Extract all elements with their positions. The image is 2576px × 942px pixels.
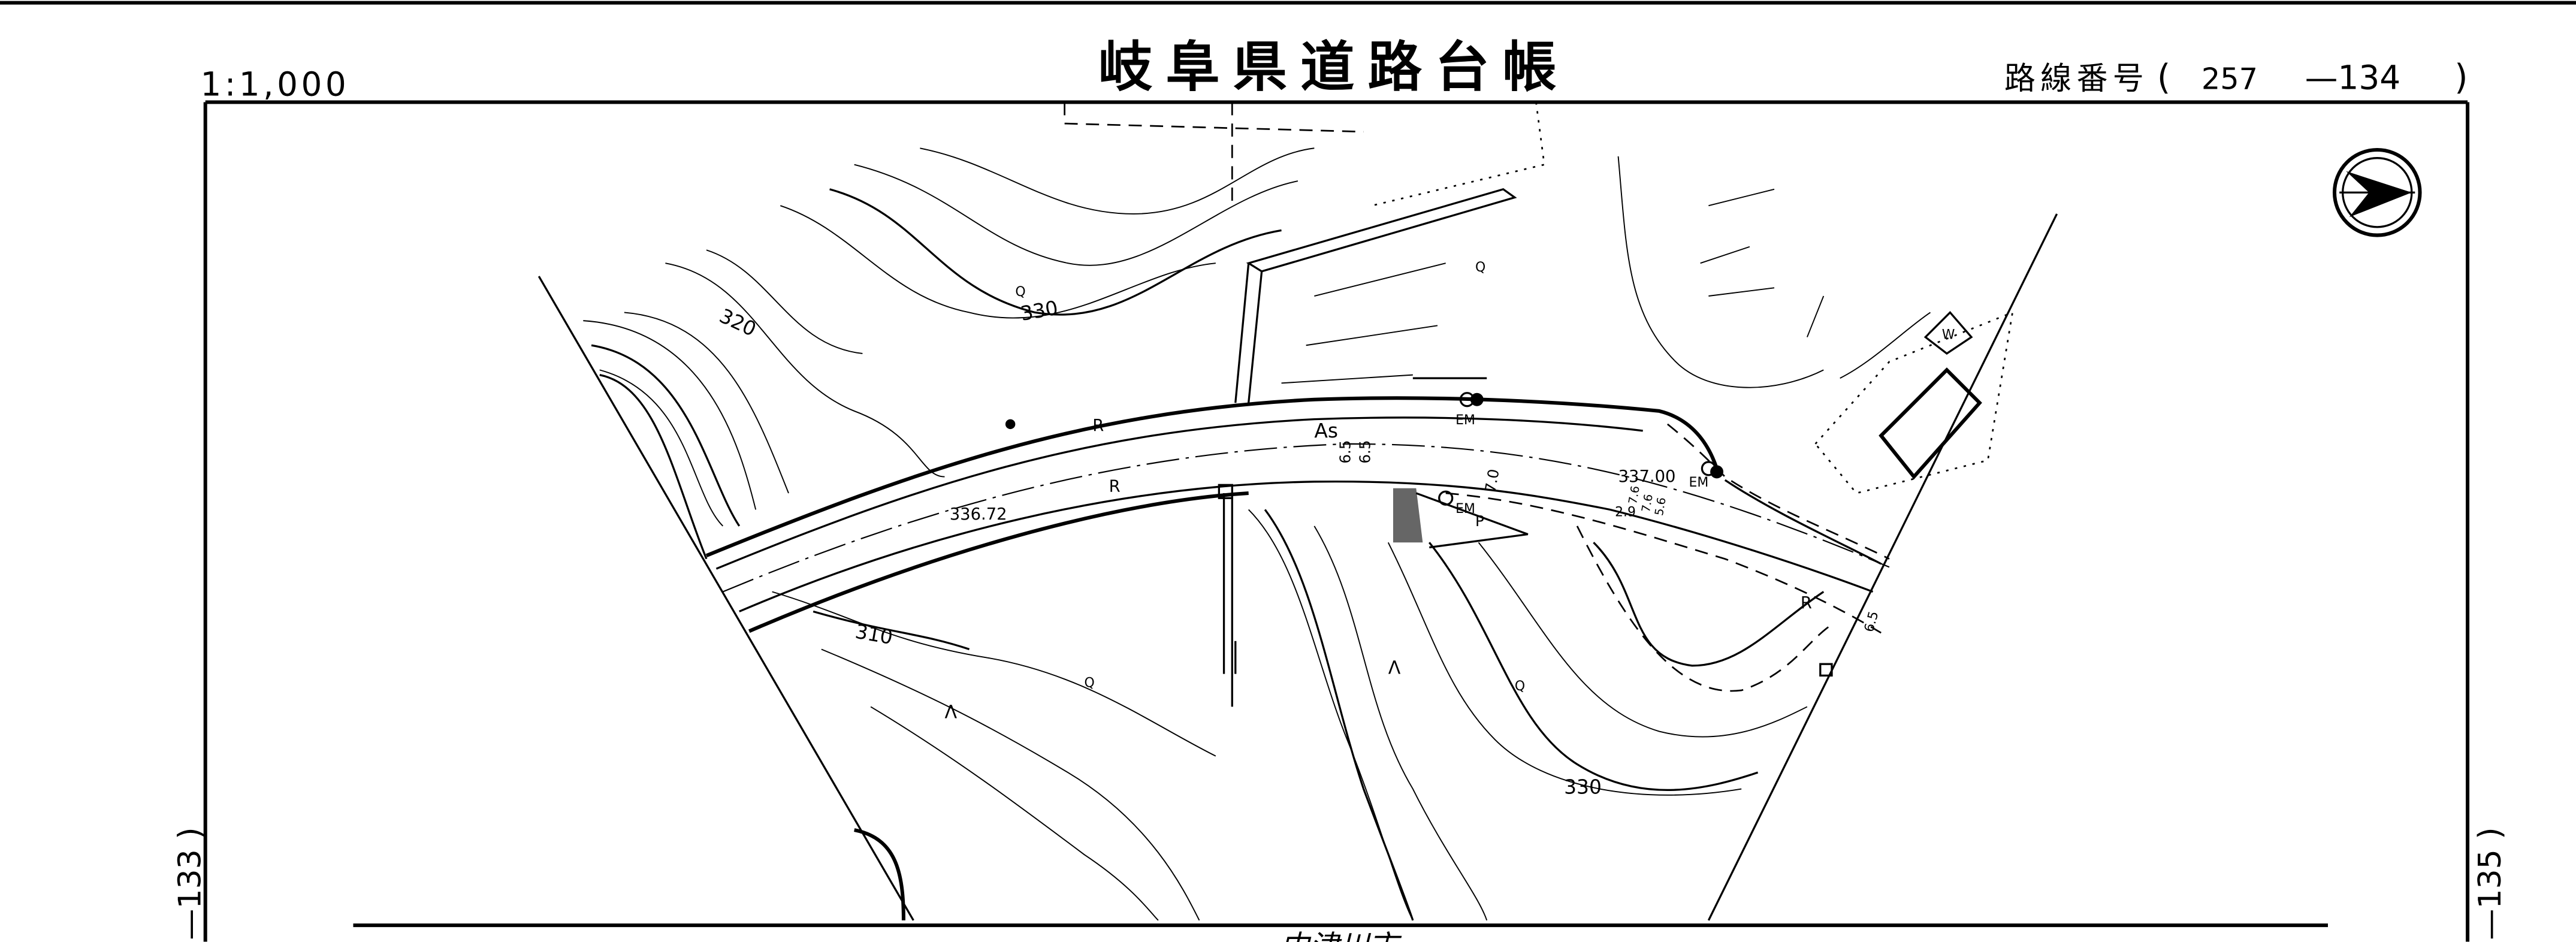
land-use-symbol: Q bbox=[1085, 676, 1095, 691]
building-label: W bbox=[1942, 327, 1955, 342]
road-label: R bbox=[1801, 594, 1812, 612]
parking-label: P bbox=[1475, 512, 1484, 530]
width-label: 6.5 bbox=[1337, 440, 1354, 463]
land-use-symbol: Q bbox=[1475, 260, 1485, 275]
road-label: R bbox=[1092, 416, 1104, 435]
north-arrow-icon bbox=[2332, 147, 2422, 237]
em-label: EM bbox=[1455, 502, 1475, 517]
land-use-symbol: Q bbox=[1515, 679, 1525, 694]
road-label: R bbox=[1109, 477, 1121, 496]
land-use-symbol: Q bbox=[1015, 285, 1025, 300]
sheet-number: —134 bbox=[2305, 59, 2400, 97]
width-label: 7.0 bbox=[1481, 467, 1502, 494]
scale-label: 1:1,000 bbox=[200, 65, 349, 104]
width-label: 7.6 bbox=[1639, 493, 1656, 514]
sheet-title: 岐阜県道路台帳 bbox=[1098, 36, 1570, 99]
route-open-paren: ( bbox=[2157, 58, 2170, 98]
contour-label: 320 bbox=[716, 304, 760, 341]
elevation-point: 336.72 bbox=[950, 505, 1007, 524]
surface-label: As bbox=[1314, 419, 1338, 442]
municipality-label: 中津川市 bbox=[1280, 929, 1402, 942]
road-prefectural-route bbox=[705, 396, 1890, 634]
width-label: 2.9 bbox=[1615, 505, 1636, 520]
width-label: 6.5 bbox=[1357, 440, 1374, 463]
em-label: EM bbox=[1689, 475, 1708, 490]
adjacent-sheet-left: —133 ) bbox=[172, 827, 208, 940]
side-features bbox=[1005, 102, 2014, 707]
contour-label: 330 bbox=[1564, 775, 1602, 799]
em-label: EM bbox=[1455, 413, 1475, 428]
wasteland-symbol: Λ bbox=[1388, 658, 1401, 679]
elevation-point: 337.00 bbox=[1618, 467, 1676, 486]
width-label: 7.6 bbox=[1626, 485, 1642, 505]
contour-lines bbox=[583, 147, 1931, 921]
route-number-block: 路線番号 ( 257 —134 ) bbox=[2004, 58, 2468, 98]
contour-label: 330 bbox=[1019, 296, 1060, 325]
width-label: 6.5 bbox=[1862, 609, 1882, 633]
route-number: 257 bbox=[2201, 62, 2258, 96]
adjacent-sheet-right: —135 ) bbox=[2472, 827, 2508, 940]
wasteland-symbol: Λ bbox=[944, 702, 957, 723]
route-close-paren: ) bbox=[2454, 58, 2468, 98]
contour-label: 310 bbox=[853, 620, 895, 649]
survey-boundary bbox=[537, 213, 2058, 921]
width-label: 5.6 bbox=[1652, 496, 1669, 517]
route-number-label: 路線番号 bbox=[2004, 61, 2149, 97]
